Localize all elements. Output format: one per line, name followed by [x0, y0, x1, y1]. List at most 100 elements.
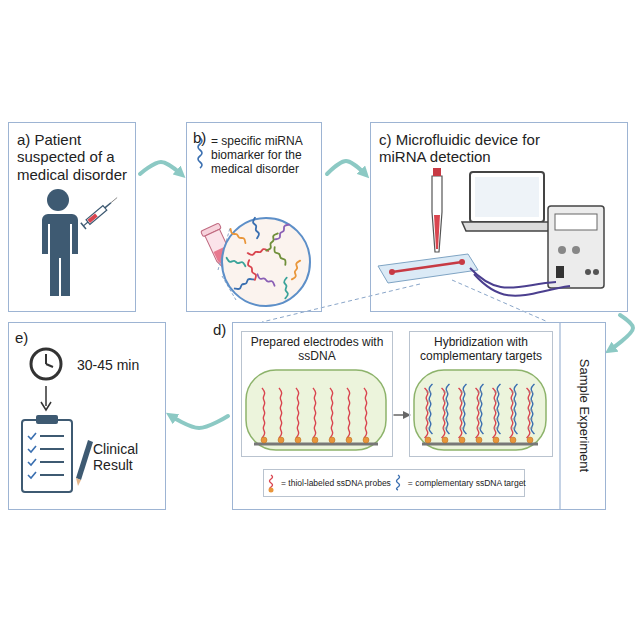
side-label: Sample Experiment — [577, 336, 592, 494]
electrode-chamber — [528, 401, 533, 402]
magnified-sample — [266, 233, 278, 250]
electrode-chamber — [528, 410, 533, 411]
electrode-chamber — [261, 384, 535, 443]
electrode-chamber — [443, 428, 448, 429]
magnified-sample — [235, 279, 254, 289]
magnified-sample — [227, 258, 246, 266]
electrode-chamber — [494, 392, 499, 393]
clipboard — [40, 461, 64, 463]
cables — [470, 268, 570, 296]
flow-arrow — [610, 315, 633, 350]
clipboard — [76, 440, 93, 480]
electrode-chamber — [511, 392, 516, 393]
flow-arrow — [327, 161, 365, 174]
panel-box: b)= specific miRNA biomarker for the med… — [186, 122, 322, 312]
cables — [474, 274, 570, 296]
legend-sample — [264, 473, 278, 493]
electrode-chamber — [476, 388, 479, 438]
microfluidic-chip — [378, 254, 478, 283]
result-label: Clinical Result — [93, 441, 161, 473]
instrument — [572, 246, 580, 254]
flow-arrow — [171, 416, 228, 428]
electrode-chamber — [463, 384, 466, 434]
syringe — [86, 206, 107, 225]
electrode-chamber — [476, 437, 482, 443]
electrode-chamber — [494, 428, 499, 429]
electrode-chamber — [246, 370, 546, 450]
step-heading: Hybridization with complementary targets — [414, 336, 548, 364]
electrode-chamber — [312, 437, 318, 443]
electrode-chamber — [446, 384, 449, 434]
electrode-chamber — [295, 437, 301, 443]
clock — [46, 364, 53, 367]
electrode-chamber — [442, 437, 448, 443]
legend-text: = thiol-labeled ssDNA probes — [281, 478, 391, 488]
microfluidic-chip — [392, 262, 462, 272]
electrode-chamber — [460, 401, 465, 402]
electrode-chamber — [261, 437, 267, 443]
electrode-chamber — [443, 392, 448, 393]
clipboard — [28, 446, 36, 452]
electrode-chamber — [330, 388, 333, 438]
electrode-chamber — [528, 428, 533, 429]
biomarker-note: = specific miRNA biomarker for the medic… — [211, 135, 319, 176]
magnified-sample — [248, 260, 256, 280]
electrode-chamber — [510, 388, 513, 438]
syringe — [105, 203, 111, 208]
legend-thiol — [269, 488, 274, 493]
electrode-chamber — [460, 410, 465, 411]
syringe — [87, 213, 97, 222]
clipboard — [40, 435, 64, 437]
clock — [45, 354, 47, 364]
time-label: 30-45 min — [77, 357, 163, 373]
syringe — [83, 222, 88, 226]
electrode-chamber — [443, 401, 448, 402]
clipboard — [28, 472, 36, 478]
electrode-chamber — [528, 419, 533, 420]
magnified-sample — [275, 225, 289, 240]
patient-figure — [42, 189, 78, 296]
electrode-chamber — [442, 388, 445, 438]
instrument — [548, 206, 604, 288]
legend-text: = complementary ssDNA target — [408, 478, 526, 488]
electrode-chamber — [426, 392, 431, 393]
laptop — [470, 172, 544, 222]
laptop — [475, 177, 539, 217]
electrode-chamber — [527, 388, 530, 438]
clipboard — [40, 474, 64, 476]
legend-entry: = thiol-labeled ssDNA probes — [264, 473, 391, 493]
legend-strand — [396, 475, 399, 490]
step-heading: Prepared electrodes with ssDNA — [246, 336, 388, 364]
electrode-box: Prepared electrodes with ssDNA — [241, 331, 393, 457]
electrode-chamber — [329, 437, 335, 443]
electrode-chamber — [296, 388, 299, 438]
instrument — [585, 269, 591, 275]
electrode-chamber — [262, 388, 265, 438]
clipboard — [40, 448, 64, 450]
electrode-chamber — [429, 384, 432, 434]
electrode-chamber — [494, 401, 499, 402]
microfluidic-chip — [378, 254, 478, 283]
electrode-chamber — [279, 388, 282, 438]
legend-sample — [391, 473, 405, 493]
electrode-chamber — [511, 401, 516, 402]
electrode-chamber — [426, 401, 431, 402]
electrode-chamber — [459, 437, 465, 443]
magnified-sample — [292, 261, 300, 280]
electrode-chamber — [426, 419, 431, 420]
electrode-chamber — [514, 384, 517, 434]
clock — [31, 349, 61, 379]
flow-arrow — [140, 162, 181, 174]
electrode-chamber — [346, 437, 352, 443]
pipette — [432, 168, 442, 252]
clipboard — [22, 415, 93, 492]
clipboard — [28, 433, 64, 478]
flow-arrow — [394, 414, 407, 416]
zoom-lines — [262, 280, 548, 322]
magnified-sample — [257, 274, 274, 286]
clipboard — [76, 478, 81, 486]
clipboard — [22, 420, 72, 492]
magnified-sample — [222, 218, 310, 306]
